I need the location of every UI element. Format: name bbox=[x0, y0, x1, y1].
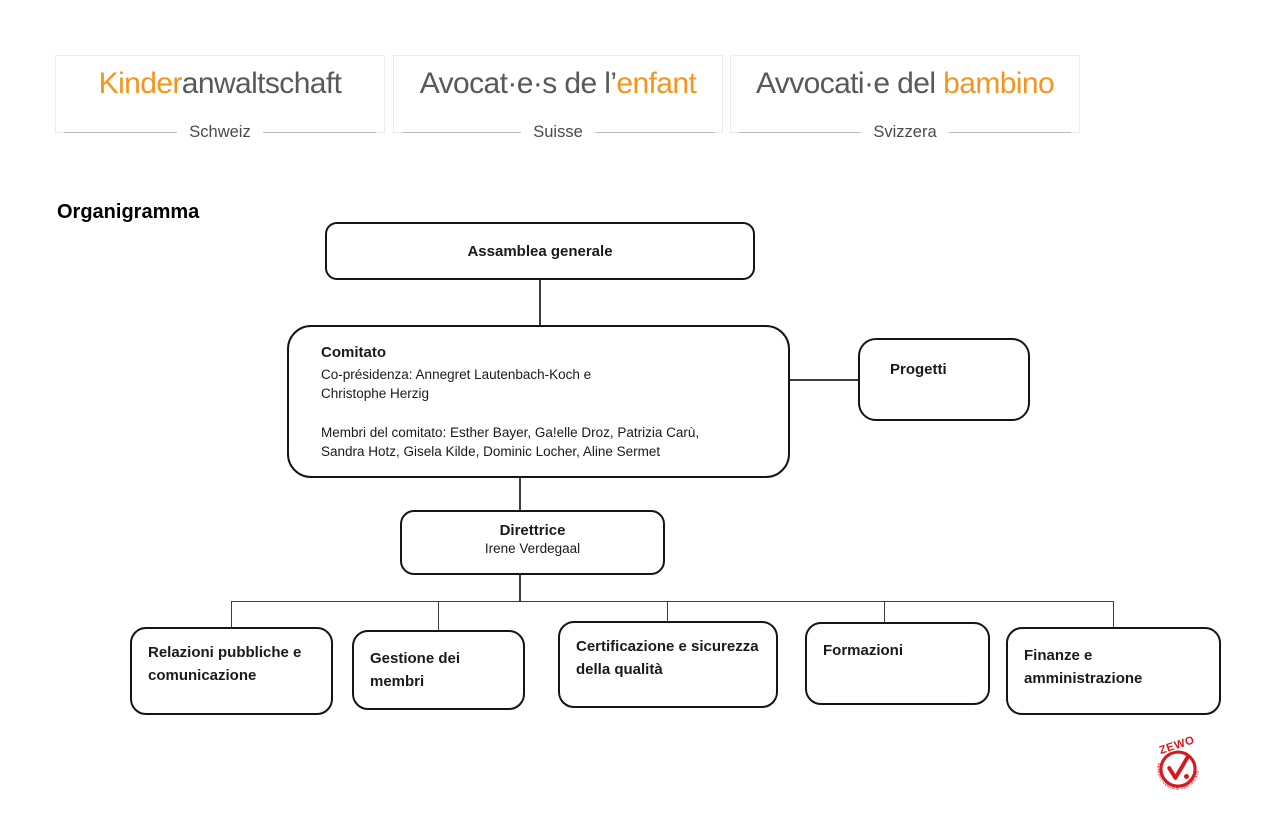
logo-text-gray: Avvocati·e del bbox=[755, 67, 944, 100]
zewo-ring bbox=[1159, 750, 1197, 788]
connector-assemblea-comitato bbox=[539, 280, 541, 325]
org-box-label: Progetti bbox=[890, 361, 947, 378]
connector-comitato-progetti bbox=[790, 379, 858, 381]
org-box-title: Direttrice bbox=[499, 522, 566, 539]
org-box-label: Formazioni bbox=[823, 642, 904, 659]
comitato-copresidency-line2: Christophe Herzig bbox=[321, 386, 430, 402]
org-box-progetti: Progetti bbox=[858, 338, 1030, 421]
org-box-comitato: Comitato Co-présidenza: Annegret Lautenb… bbox=[287, 325, 790, 478]
org-box-label: Gestione dei membri bbox=[370, 650, 461, 690]
org-box-finanze-amministrazione: Finanze e amministrazione bbox=[1006, 627, 1221, 715]
divider-line bbox=[402, 132, 522, 133]
logo-country-label: Svizzera bbox=[861, 123, 949, 142]
connector-drop-dept1 bbox=[231, 601, 232, 627]
comitato-members-line2: Sandra Hotz, Gisela Kilde, Dominic Loche… bbox=[321, 443, 661, 459]
logo-wordmark-french: Avocat·e·s de l’enfant bbox=[394, 67, 722, 101]
comitato-copresidency-line1: Co-présidenza: Annegret Lautenbach-Koch … bbox=[321, 367, 592, 383]
logo-text-orange: bambino bbox=[943, 67, 1055, 100]
org-box-direttrice: Direttrice Irene Verdegaal bbox=[400, 510, 665, 575]
logo-country-label: Schweiz bbox=[177, 123, 263, 142]
logo-text-orange: enfant bbox=[616, 67, 697, 100]
logo-text-orange: Kinder bbox=[98, 67, 183, 100]
divider-line bbox=[948, 132, 1071, 133]
logo-card-french: Avocat·e·s de l’enfant Suisse bbox=[393, 55, 723, 142]
comitato-members-line1: Membri del comitato: Esther Bayer, Ga!el… bbox=[321, 424, 700, 440]
zewo-certification-icon: GEPRÜFT CERTIFIÉ CERTIFICATO ZEWO bbox=[1156, 734, 1199, 791]
logo-sublabel-row: Suisse bbox=[402, 123, 714, 142]
connector-comitato-direttrice bbox=[519, 478, 521, 510]
logo-text-gray: anwaltschaft bbox=[181, 67, 342, 100]
divider-line bbox=[262, 132, 377, 133]
connector-drop-dept5 bbox=[1113, 601, 1114, 627]
logo-wordmark-german: Kinderanwaltschaft bbox=[56, 67, 384, 101]
logo-card-italian: Avvocati·e del bambino Svizzera bbox=[730, 55, 1080, 142]
connector-drop-dept4 bbox=[884, 601, 885, 622]
logo-sublabel-row: Schweiz bbox=[64, 123, 377, 142]
connector-drop-dept2 bbox=[438, 601, 439, 630]
divider-line bbox=[64, 132, 178, 133]
org-box-certificazione-qualita: Certificazione e sicurezza della qualità bbox=[558, 621, 778, 708]
spacer bbox=[321, 404, 770, 423]
org-box-label: Certificazione e sicurezza della qualità bbox=[576, 638, 759, 678]
org-box-label: Relazioni pubbliche e comunicazione bbox=[148, 644, 302, 684]
logo-card-german: Kinderanwaltschaft Schweiz bbox=[55, 55, 385, 142]
org-box-label: Finanze e amministrazione bbox=[1024, 647, 1143, 687]
logo-sublabel-row: Svizzera bbox=[739, 123, 1071, 142]
org-box-title: Comitato bbox=[321, 344, 386, 361]
logo-text-gray: Avocat·e·s de l’ bbox=[419, 67, 617, 100]
page-title: Organigramma bbox=[57, 201, 200, 223]
direttrice-name: Irene Verdegaal bbox=[484, 541, 581, 556]
connector-direttrice-bus bbox=[519, 575, 521, 602]
org-box-formazioni: Formazioni bbox=[805, 622, 990, 705]
connector-horizontal-bus bbox=[231, 601, 1114, 602]
org-box-assemblea-generale: Assamblea generale bbox=[325, 222, 755, 280]
zewo-checkmark-icon bbox=[1167, 755, 1190, 780]
connector-drop-dept3 bbox=[667, 601, 668, 621]
zewo-check-dot bbox=[1183, 774, 1189, 780]
divider-line bbox=[739, 132, 862, 133]
org-box-gestione-membri: Gestione dei membri bbox=[352, 630, 525, 710]
logo-wordmark-italian: Avvocati·e del bambino bbox=[731, 67, 1079, 101]
logo-country-label: Suisse bbox=[521, 123, 595, 142]
org-box-label: Assamblea generale bbox=[467, 242, 613, 260]
divider-line bbox=[594, 132, 714, 133]
org-box-relazioni-pubbliche: Relazioni pubbliche e comunicazione bbox=[130, 627, 333, 715]
